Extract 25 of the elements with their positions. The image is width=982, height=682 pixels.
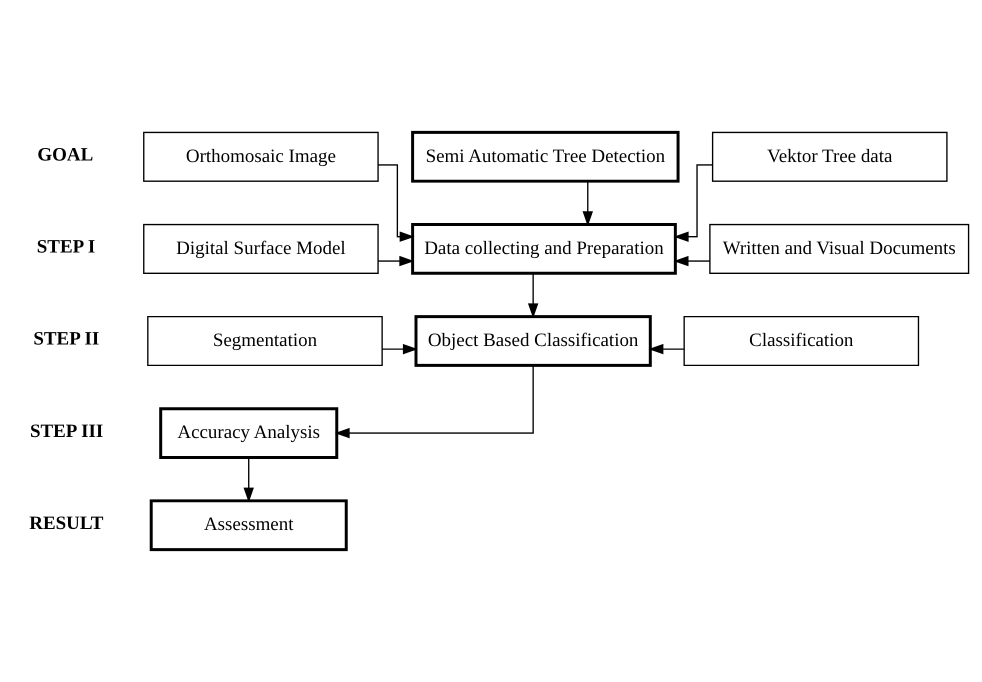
arrow bbox=[648, 344, 684, 354]
node-box: Semi Automatic Tree Detection bbox=[410, 130, 680, 183]
label: GOAL bbox=[36, 144, 93, 166]
node-box: Vektor Tree data bbox=[711, 132, 948, 182]
node-box: Assessment bbox=[149, 499, 348, 552]
node-box: Classification bbox=[682, 316, 919, 366]
node-box: Accuracy Analysis bbox=[158, 407, 338, 459]
label: STEP I bbox=[36, 236, 95, 258]
arrow bbox=[243, 458, 254, 502]
label: STEP III bbox=[29, 420, 103, 442]
arrow bbox=[378, 256, 414, 266]
node-box: Object Based Classification bbox=[414, 315, 652, 367]
arrow bbox=[382, 344, 418, 354]
node-box: Written and Visual Documents bbox=[708, 224, 969, 274]
node-box: Orthomosaic Image bbox=[142, 132, 378, 182]
label: STEP II bbox=[32, 328, 99, 350]
node-box: Data collecting and Preparation bbox=[410, 223, 676, 275]
arrow bbox=[582, 181, 592, 226]
arrow bbox=[673, 256, 710, 266]
label: RESULT bbox=[28, 512, 103, 534]
arrow bbox=[378, 164, 414, 242]
arrow bbox=[334, 366, 534, 438]
node-box: Segmentation bbox=[146, 316, 382, 366]
arrow bbox=[527, 274, 538, 318]
node-box: Digital Surface Model bbox=[142, 224, 378, 274]
